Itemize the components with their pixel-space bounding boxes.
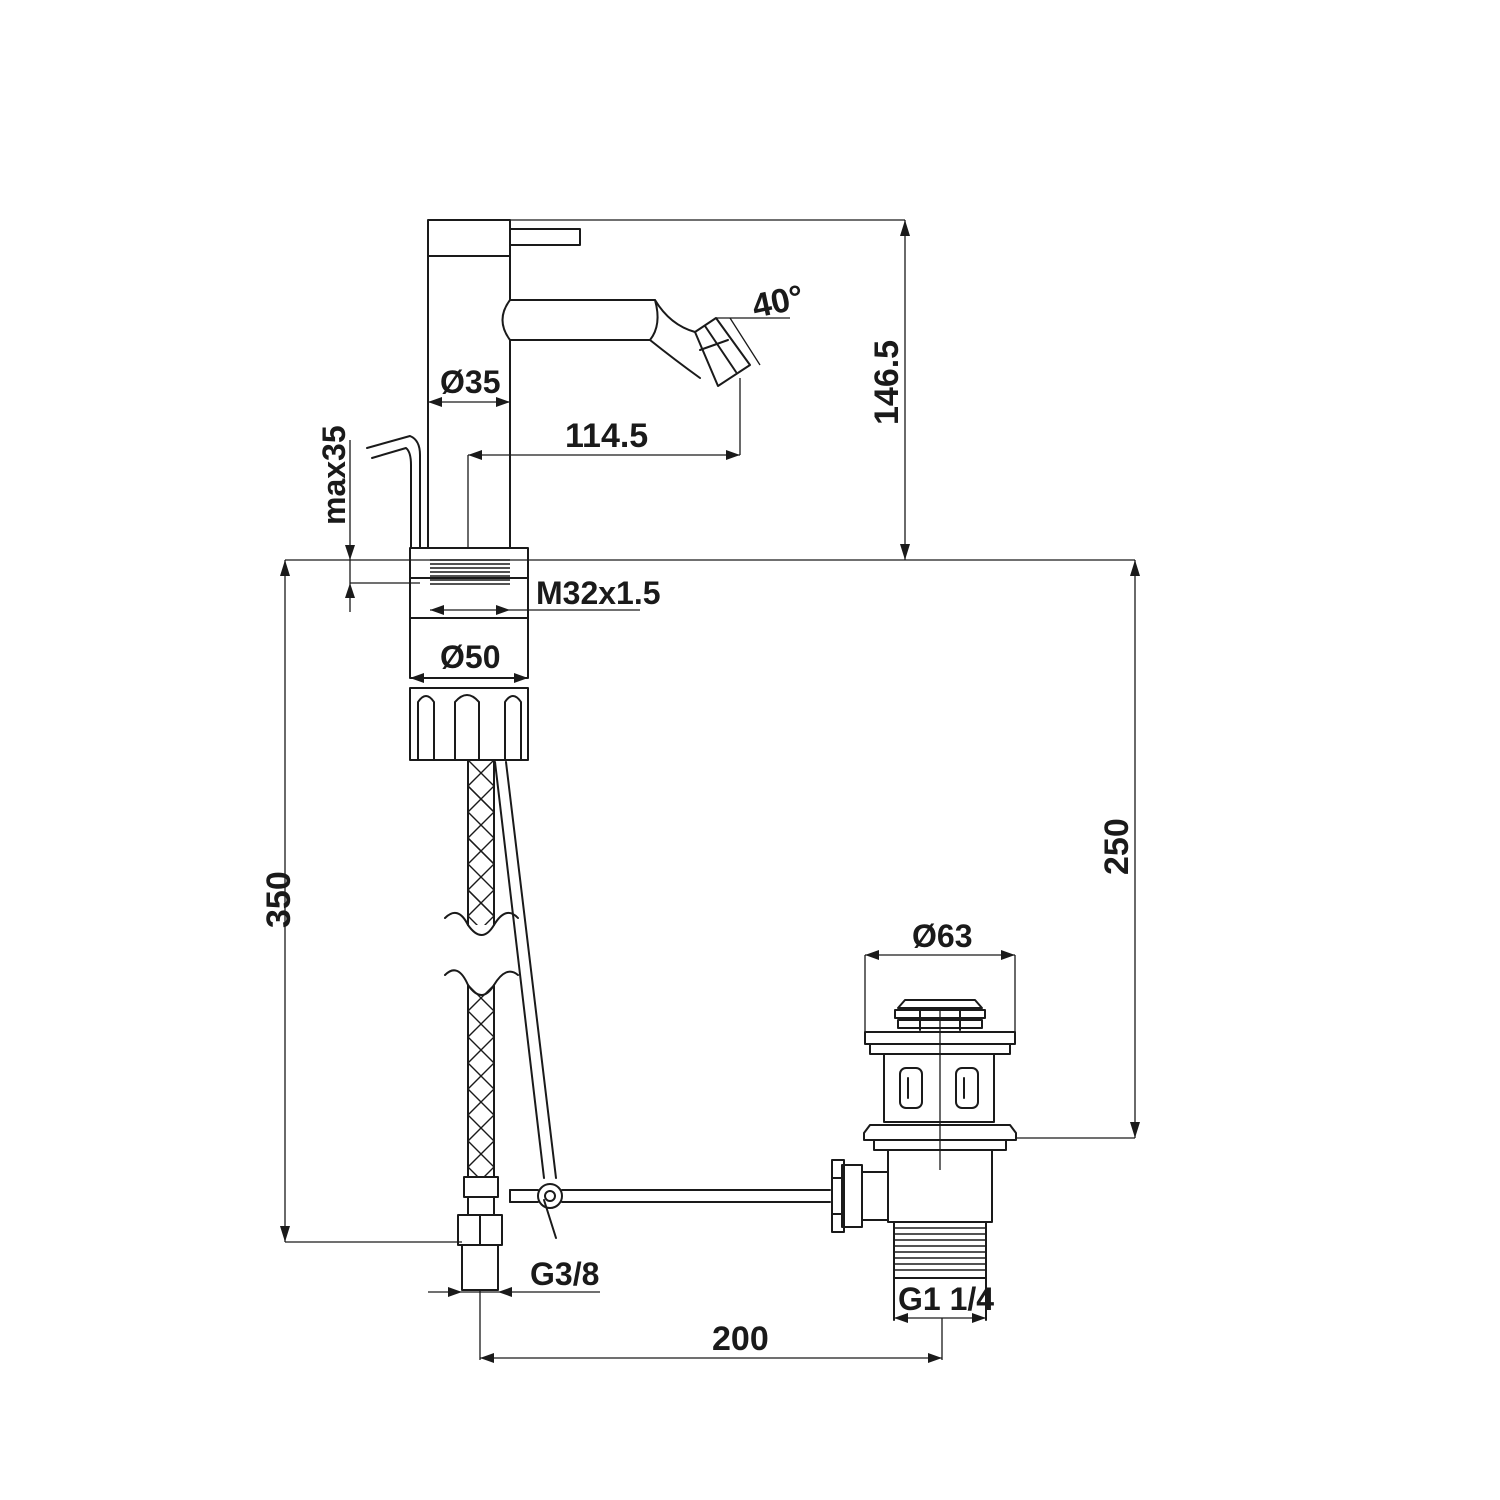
hose-length-label: 350 <box>260 871 298 928</box>
drain-thread-hatch <box>894 1227 986 1271</box>
pop-up-rod <box>366 435 421 549</box>
body-height-label: 146.5 <box>868 340 906 425</box>
spout-reach-label: 114.5 <box>565 417 648 455</box>
drain-thread-label: G1 1/4 <box>898 1281 994 1317</box>
pop-up-linkage <box>494 761 831 1239</box>
mount-thread-label: M32x1.5 <box>536 575 661 611</box>
base-diameter-label: Ø50 <box>440 639 500 675</box>
thread-hatch <box>430 559 510 585</box>
dimension-lines <box>280 219 1140 1363</box>
pop-up-drain <box>831 999 1017 1321</box>
drain-height-label: 250 <box>1098 818 1136 875</box>
body-diameter-label: Ø35 <box>440 364 500 400</box>
drain-offset-label: 200 <box>712 1320 769 1358</box>
flex-hose <box>444 759 519 1291</box>
lever-angle-label: 40° <box>749 278 807 326</box>
dimension-labels: 40° 146.5 Ø35 114.5 max35 M32x1.5 Ø50 35… <box>260 278 1136 1358</box>
max-deck-thickness-label: max35 <box>316 425 352 525</box>
hose-connection-label: G3/8 <box>530 1256 599 1292</box>
spout <box>501 299 751 387</box>
drain-cap-diameter-label: Ø63 <box>912 918 972 954</box>
